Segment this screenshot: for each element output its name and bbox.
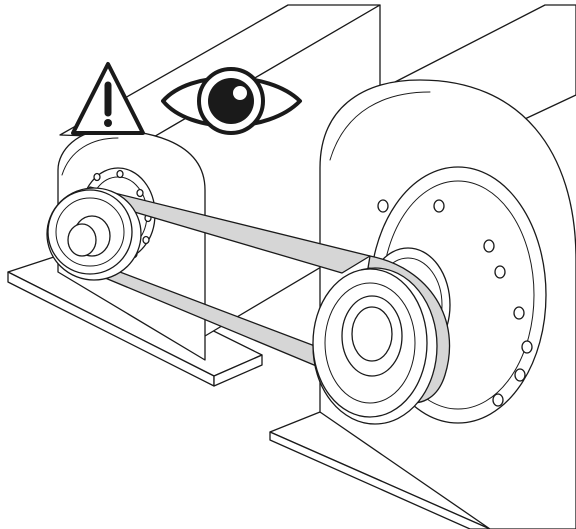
small-pulley [46,187,142,281]
large-pulley [312,267,438,425]
warning-icon [71,62,145,135]
eye-icon [161,67,302,135]
